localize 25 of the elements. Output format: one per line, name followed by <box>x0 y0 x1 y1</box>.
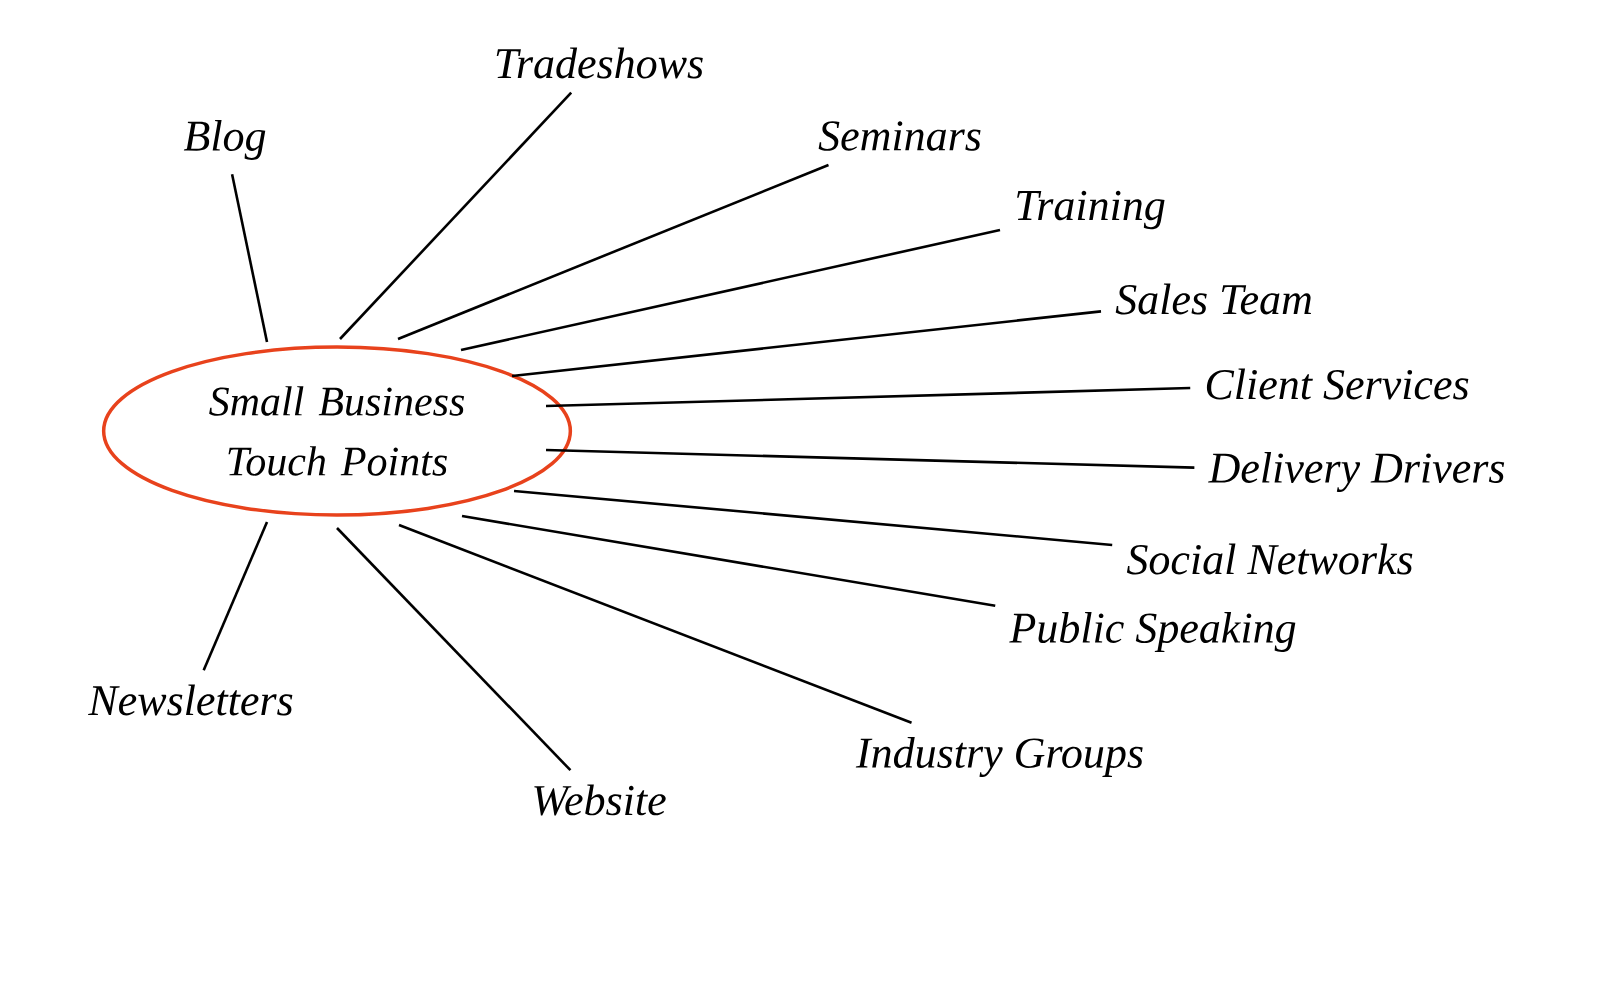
topic-label: Website <box>534 784 666 816</box>
connector-line <box>461 514 996 608</box>
topic-label: Social Networks <box>1126 543 1413 575</box>
topic-label: Tradeshows <box>496 47 703 79</box>
topic-label: Industry Groups <box>855 737 1143 777</box>
topic-label: Seminars <box>818 121 981 151</box>
connector-line <box>513 489 1113 547</box>
topic-label: Client Services <box>1206 368 1469 400</box>
topic-label: Newsletters <box>88 684 293 716</box>
connector-line <box>230 173 269 343</box>
connector-line <box>339 91 573 340</box>
connector-line <box>511 310 1102 378</box>
connector-line <box>397 163 829 341</box>
topic-label: Sales Team <box>1115 283 1311 315</box>
topic-label: Delivery Drivers <box>1208 452 1505 492</box>
connector-line <box>545 448 1195 469</box>
connector-line <box>202 521 269 671</box>
topic-label: Blog <box>183 120 266 160</box>
connector-line <box>336 527 572 772</box>
circled-topic: Small Business Touch Points <box>101 345 573 517</box>
connector-line <box>545 386 1191 408</box>
connector-line <box>398 523 912 724</box>
topic-label: Public Speaking <box>1009 612 1296 652</box>
topic-label: Training <box>1017 190 1165 230</box>
connector-line <box>460 228 1001 352</box>
